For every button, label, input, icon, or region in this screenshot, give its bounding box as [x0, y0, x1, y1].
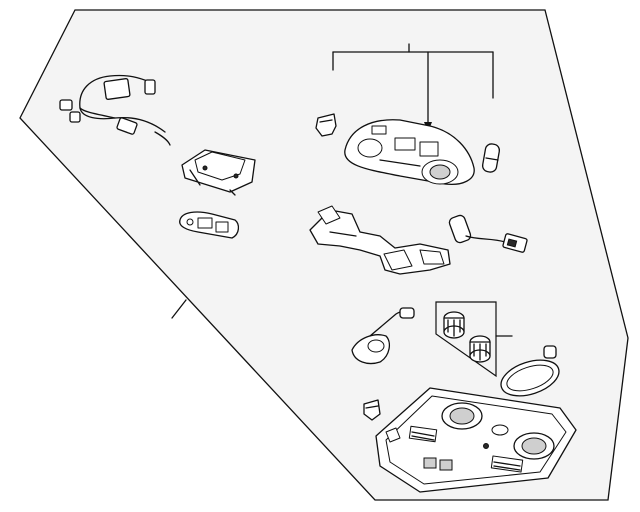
knob-icon	[443, 311, 465, 339]
lens-icon	[500, 345, 560, 397]
callout-bracket	[332, 43, 494, 132]
clip-icon	[315, 113, 337, 137]
callout-leader	[171, 299, 187, 319]
diagram-panel	[19, 9, 629, 501]
knob-group-frame	[435, 301, 497, 378]
map-lamp-icon	[351, 307, 415, 365]
lamp-housing-icon	[344, 119, 475, 186]
bulb-icon	[481, 143, 501, 173]
knob-icon	[469, 335, 491, 363]
harness-wire-icon	[59, 74, 171, 146]
housing-frame-icon	[309, 205, 451, 275]
console-panel-icon	[375, 387, 577, 493]
mounting-bracket-icon	[181, 149, 256, 196]
socket-harness-icon	[448, 214, 528, 253]
switch-bracket-icon	[179, 211, 240, 239]
clip-icon	[363, 399, 381, 421]
